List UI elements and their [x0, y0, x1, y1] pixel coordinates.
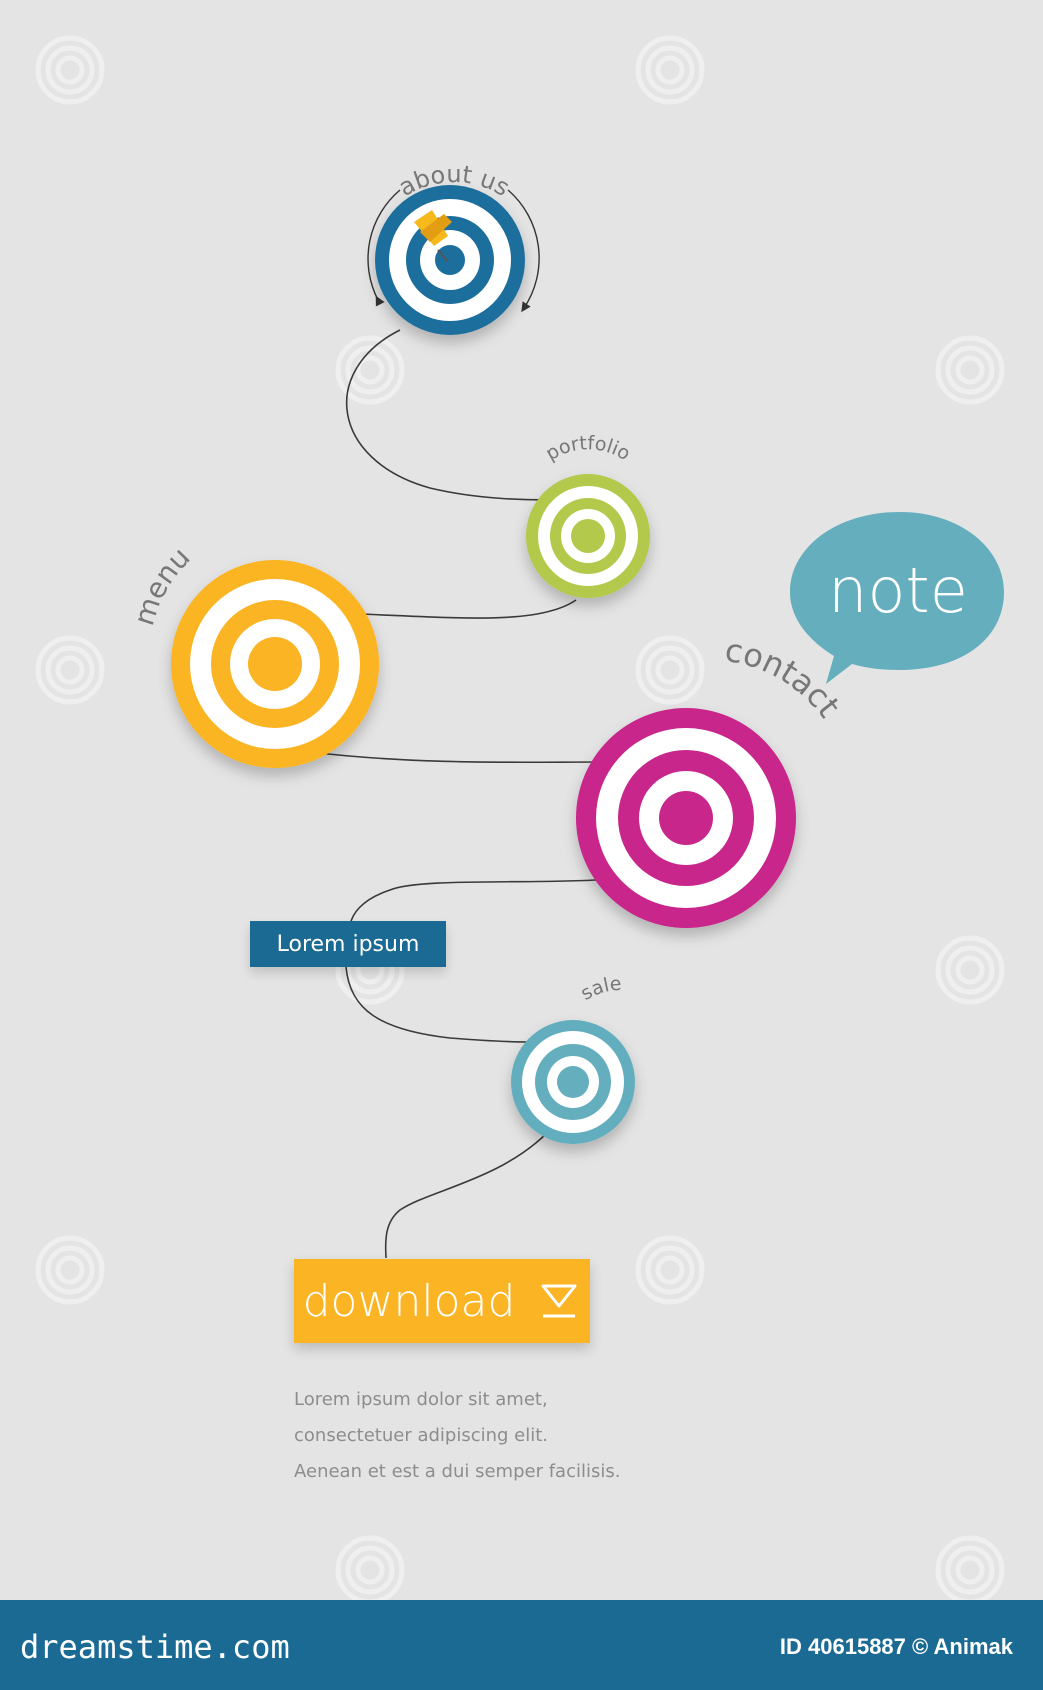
- note-text: note: [828, 554, 968, 627]
- connector-portfolio-menu: [359, 599, 577, 619]
- watermark-swirl-icon: [935, 1535, 1005, 1600]
- note-bubble: note: [790, 512, 1004, 684]
- node-about-us[interactable]: about us: [367, 160, 540, 335]
- watermark-swirl-icon: [335, 335, 405, 405]
- footer-bar: dreamstime.com ID 40615887 © Animak: [0, 1600, 1043, 1690]
- watermark-swirl-icon: [35, 1235, 105, 1305]
- body-paragraph: Lorem ipsum dolor sit amet, consectetuer…: [294, 1382, 714, 1490]
- connector-lines: [309, 329, 601, 1259]
- watermark-swirl-icon: [635, 35, 705, 105]
- download-button-label: download: [302, 1275, 516, 1327]
- download-button[interactable]: download: [294, 1259, 590, 1343]
- node-label-sale: sale: [577, 973, 622, 1005]
- connector-about-portfolio: [346, 329, 561, 501]
- footer-image-id: ID 40615887 © Animak: [779, 1634, 1013, 1659]
- watermark-swirl-icon: [635, 635, 705, 705]
- body-line: Aenean et est a dui semper facilisis.: [294, 1461, 621, 1482]
- node-sale[interactable]: sale: [511, 973, 635, 1144]
- watermark-layer: [35, 35, 1005, 1600]
- watermark-swirl-icon: [635, 1235, 705, 1305]
- rotate-arrows-icon-right: [507, 189, 540, 313]
- connector-sale-download: [384, 1131, 549, 1259]
- speech-bubble-icon: [790, 512, 1004, 684]
- connector-menu-contact: [309, 751, 601, 764]
- watermark-swirl-icon: [935, 335, 1005, 405]
- body-line: consectetuer adipiscing elit.: [294, 1425, 549, 1446]
- connector-contact-lorem: [349, 879, 597, 926]
- watermark-swirl-icon: [35, 635, 105, 705]
- watermark-swirl-icon: [35, 35, 105, 105]
- download-arrow-icon: [541, 1284, 577, 1318]
- watermark-swirl-icon: [935, 935, 1005, 1005]
- watermark-swirl-icon: [335, 1535, 405, 1600]
- body-line: Lorem ipsum dolor sit amet,: [294, 1389, 548, 1410]
- node-label-portfolio: portfolio: [542, 432, 634, 465]
- footer-brand[interactable]: dreamstime.com: [20, 1628, 290, 1666]
- node-contact[interactable]: contact: [576, 631, 848, 928]
- roadmap-diagram: about us portfolio menu: [35, 35, 1005, 1600]
- node-portfolio[interactable]: portfolio: [526, 432, 650, 598]
- connector-lorem-sale: [345, 966, 531, 1043]
- node-menu[interactable]: menu: [127, 541, 379, 768]
- rotate-arrows-icon: [367, 189, 401, 307]
- lorem-ipsum-label: Lorem ipsum: [250, 921, 446, 967]
- pushpin-icon: [414, 210, 452, 263]
